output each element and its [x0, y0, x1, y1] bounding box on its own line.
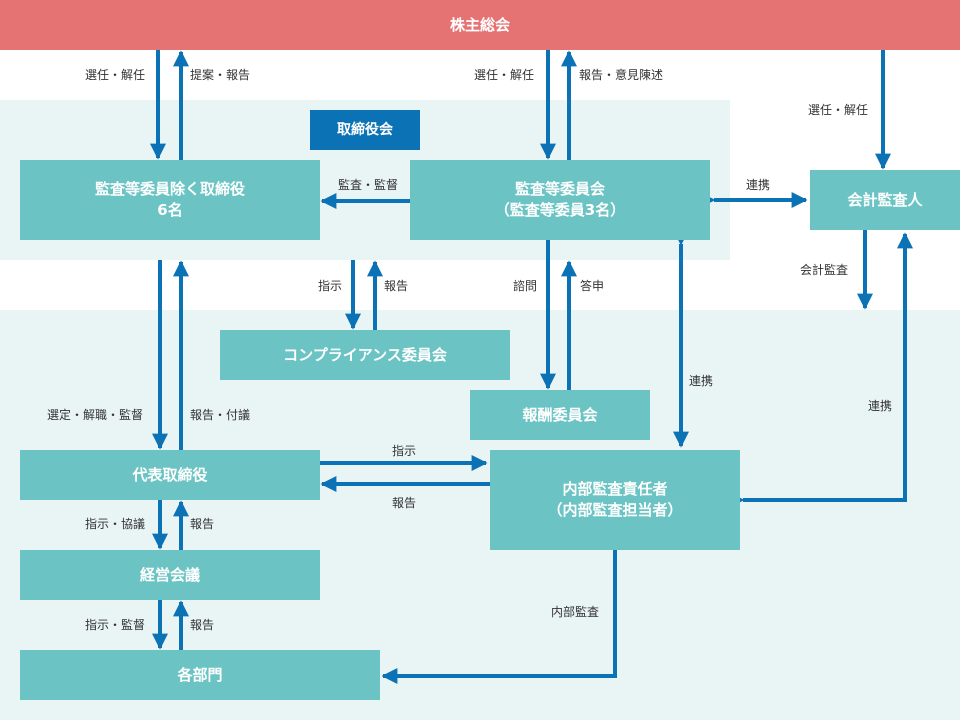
label-coordination-accounting: 連携	[746, 178, 771, 192]
accounting-auditor-label: 会計監査人	[847, 190, 923, 209]
label-coordination-internal: 連携	[689, 374, 714, 388]
label-report-opinion: 報告・意見陳述	[579, 68, 664, 82]
shareholders-meeting: 株主総会	[0, 0, 960, 50]
remuneration-committee-box: 報酬委員会	[470, 390, 650, 440]
label-accounting-audit: 会計監査	[800, 263, 849, 277]
accounting-auditor-box: 会計監査人	[810, 170, 960, 230]
directors-line1: 監査等委員除く取締役	[94, 180, 245, 198]
label-report-departments: 報告	[190, 618, 215, 632]
directors-line2: 6名	[157, 201, 183, 219]
label-report-internal: 報告	[392, 496, 417, 510]
label-instruction-supervise: 指示・監督	[85, 618, 146, 632]
label-instruction-consult: 指示・協議	[85, 517, 146, 531]
label-consultation: 諮問	[513, 279, 538, 293]
management-meeting-box: 経営会議	[20, 550, 320, 600]
compliance-committee-box: コンプライアンス委員会	[220, 330, 510, 380]
compliance-label: コンプライアンス委員会	[283, 345, 447, 364]
board-label: 取締役会	[337, 121, 393, 138]
label-elect-dismiss-audit: 選任・解任	[474, 68, 535, 82]
remuneration-label: 報酬委員会	[522, 405, 598, 424]
label-instruction-compliance: 指示	[318, 279, 343, 293]
internal-audit-line2: （内部監査担当者）	[547, 501, 683, 519]
departments-label: 各部門	[177, 665, 223, 684]
label-report-management: 報告	[190, 517, 215, 531]
internal-audit-box: 内部監査責任者 （内部監査担当者）	[490, 450, 740, 550]
label-select-dismiss-supervise: 選定・解職・監督	[47, 408, 144, 422]
label-audit-supervision: 監査・監督	[338, 178, 399, 192]
label-reply: 答申	[580, 279, 605, 293]
ceo-label: 代表取締役	[132, 465, 208, 484]
label-instruction-internal: 指示	[392, 444, 417, 458]
audit-committee-line1: 監査等委員会	[514, 180, 605, 198]
label-elect-dismiss-accounting: 選任・解任	[808, 103, 869, 117]
board-of-directors-tag: 取締役会	[310, 110, 420, 150]
arrow-internal-audit-to-departments	[381, 550, 617, 684]
label-proposal-report: 提案・報告	[190, 68, 251, 82]
internal-audit-line1: 内部監査責任者	[562, 480, 668, 498]
label-elect-dismiss-directors: 選任・解任	[85, 68, 146, 82]
label-report-deliberation: 報告・付議	[190, 408, 251, 422]
arrow-internal-accounting-link	[728, 232, 913, 508]
audit-committee-line2: （監査等委員3名）	[494, 201, 626, 219]
label-internal-audit-flow: 内部監査	[551, 605, 600, 619]
audit-committee-box: 監査等委員会 （監査等委員3名）	[410, 160, 710, 240]
shareholders-label: 株主総会	[449, 15, 510, 34]
directors-box: 監査等委員除く取締役 6名	[20, 160, 320, 240]
departments-box: 各部門	[20, 650, 380, 700]
label-report-compliance: 報告	[384, 279, 409, 293]
ceo-box: 代表取締役	[20, 450, 320, 500]
management-label: 経営会議	[139, 565, 200, 584]
label-coordination-accounting-internal: 連携	[868, 399, 893, 413]
